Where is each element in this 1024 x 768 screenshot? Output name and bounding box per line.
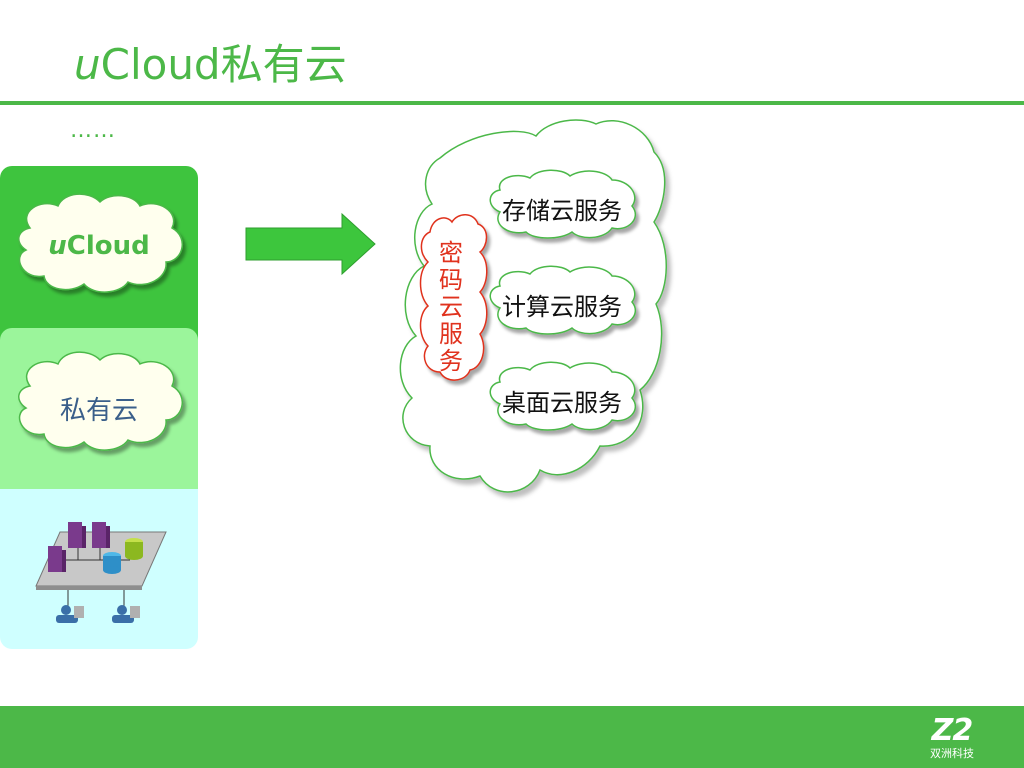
- private-cloud-label: 私有云: [59, 396, 138, 426]
- storage-service-label: 存储云服务: [502, 197, 622, 225]
- title-underline: [0, 101, 1024, 105]
- ucloud-cloud-shape: [18, 193, 183, 293]
- logo-mark: Z2: [931, 713, 974, 748]
- logo-text: 双洲科技: [930, 747, 974, 760]
- footer-bar: [0, 706, 1024, 768]
- title-rest: Cloud私有云: [100, 40, 347, 89]
- title-italic-u: u: [74, 40, 101, 89]
- storage-cloud-shape: [489, 169, 637, 239]
- ellipsis: ……: [70, 118, 116, 143]
- company-logo: Z2 双洲科技: [930, 713, 974, 760]
- desktop-service-label: 桌面云服务: [502, 389, 622, 417]
- ucloud-label-italic-u: u: [48, 231, 67, 261]
- page-title: uCloud私有云: [74, 44, 347, 86]
- crypto-cloud-shape: [419, 214, 488, 381]
- ucloud-label-rest: Cloud: [66, 231, 150, 261]
- right-arrow: [245, 212, 376, 276]
- private-cloud-network-icon: [35, 522, 167, 623]
- crypto-service-label: 密码云服务: [439, 239, 463, 375]
- compute-cloud-shape: [489, 265, 637, 335]
- compute-service-label: 计算云服务: [502, 293, 622, 321]
- desktop-cloud-shape: [489, 361, 637, 431]
- private-cloud-cloud-shape: [18, 351, 183, 451]
- ucloud-label: uCloud: [32, 231, 166, 261]
